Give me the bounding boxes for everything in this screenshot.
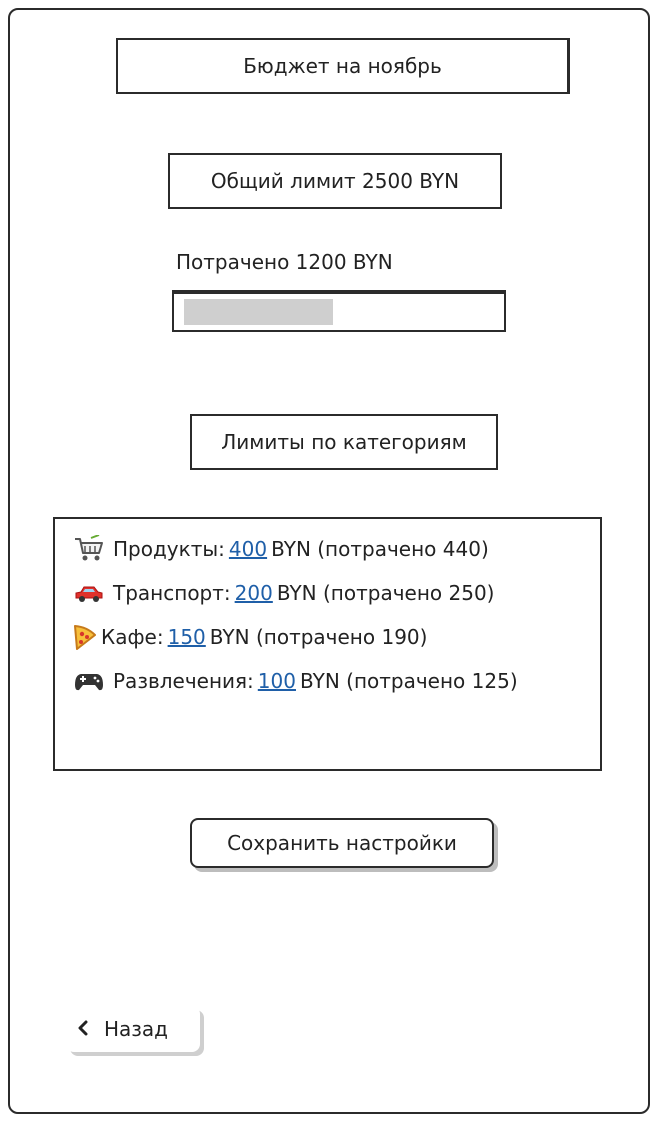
category-row-entertainment: Развлечения: 100 BYN (потрачено 125) [55, 659, 600, 703]
spent-progress-bar [172, 290, 506, 332]
shopping-cart-icon [73, 534, 105, 563]
screen-frame [8, 8, 650, 1114]
pizza-icon [73, 623, 97, 651]
page-title-text: Бюджет на ноябрь [243, 54, 442, 78]
page-title: Бюджет на ноябрь [116, 38, 570, 94]
car-icon [73, 579, 105, 607]
category-limit-link[interactable]: 100 [257, 669, 296, 693]
back-button-label: Назад [104, 1017, 169, 1041]
category-name: Продукты: [113, 537, 225, 561]
category-row-products: Продукты: 400 BYN (потрачено 440) [55, 527, 600, 571]
category-name: Кафе: [101, 625, 164, 649]
back-button[interactable]: Назад [66, 1006, 200, 1052]
category-name: Транспорт: [113, 581, 231, 605]
category-spent: BYN (потрачено 440) [271, 537, 489, 561]
category-limit-link[interactable]: 150 [167, 625, 206, 649]
spent-label: Потрачено 1200 BYN [176, 250, 393, 274]
category-spent: BYN (потрачено 125) [299, 669, 518, 693]
category-spent: BYN (потрачено 190) [209, 625, 428, 649]
categories-title-text: Лимиты по категориям [221, 430, 467, 454]
category-row-cafe: Кафе: 150 BYN (потрачено 190) [55, 615, 600, 659]
category-limits-list: Продукты: 400 BYN (потрачено 440) Трансп… [53, 517, 602, 771]
spent-progress-fill [184, 299, 333, 325]
category-row-transport: Транспорт: 200 BYN (потрачено 250) [55, 571, 600, 615]
gamepad-icon [73, 667, 105, 695]
category-limit-link[interactable]: 400 [228, 537, 268, 561]
total-limit-text: Общий лимит 2500 BYN [210, 169, 460, 193]
categories-title-box: Лимиты по категориям [190, 414, 498, 470]
category-limit-link[interactable]: 200 [234, 581, 273, 605]
save-settings-button[interactable]: Сохранить настройки [190, 818, 494, 868]
category-name: Развлечения: [113, 669, 254, 693]
chevron-left-icon [76, 1017, 96, 1041]
total-limit-box: Общий лимит 2500 BYN [168, 153, 502, 209]
category-spent: BYN (потрачено 250) [276, 581, 495, 605]
